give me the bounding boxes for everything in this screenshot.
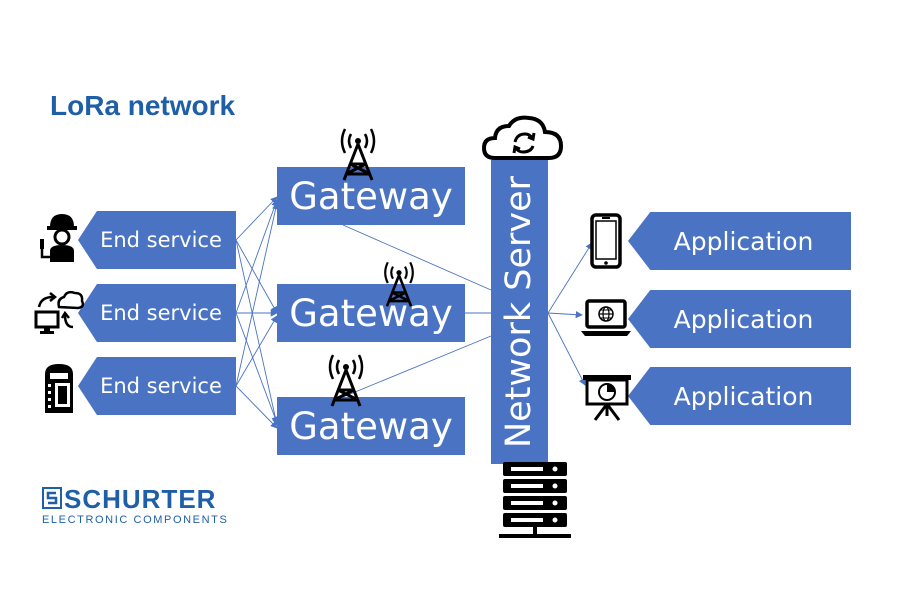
gateway-box-2: Gateway: [277, 284, 465, 342]
application-box-1: Application: [628, 212, 851, 270]
worker-icon: [40, 214, 77, 262]
logo-wordmark: SCHURTER: [64, 484, 217, 514]
application-label: Application: [673, 226, 814, 256]
application-label: Application: [673, 381, 814, 411]
schurter-logo-mark-icon: [42, 487, 62, 509]
link-gw1-ns: [342, 224, 492, 291]
link-es1-gw3: [235, 239, 280, 426]
cell-tower-icon: [384, 261, 414, 307]
link-ns-app1: [547, 242, 593, 314]
application-box-2: Application: [628, 290, 851, 348]
link-gw3-ns: [342, 335, 492, 398]
gateway-label: Gateway: [289, 291, 453, 335]
cell-tower-icon: [328, 354, 364, 407]
cloud-sync-icon: [481, 115, 564, 160]
laptop-globe-icon: [581, 299, 631, 336]
link-es1-gw2: [235, 239, 278, 314]
link-es2-gw1: [235, 199, 279, 314]
end-service-box-2: End service: [78, 284, 236, 342]
gateway-label: Gateway: [289, 174, 453, 218]
smart-meter-icon: [45, 364, 73, 413]
end-service-label: End service: [100, 374, 222, 398]
link-es3-gw3: [235, 385, 278, 429]
link-es3-gw2: [235, 315, 278, 387]
link-ns-app3: [547, 312, 586, 386]
link-es3-gw1: [235, 202, 280, 387]
gateway-box-3: Gateway: [277, 397, 465, 455]
application-label: Application: [673, 304, 814, 334]
cloud-monitor-sync-icon: [34, 290, 85, 334]
server-rack-icon: [499, 462, 571, 538]
diagram-title: LoRa network: [50, 90, 236, 121]
presentation-board-icon: [583, 375, 631, 421]
cell-tower-icon: [340, 128, 376, 181]
link-es1-gw1: [235, 196, 278, 241]
application-box-3: Application: [628, 367, 851, 425]
end-service-label: End service: [100, 228, 222, 252]
link-ns-app2: [547, 311, 583, 319]
end-service-label: End service: [100, 301, 222, 325]
smartphone-icon: [590, 213, 622, 269]
network-server-bar: [491, 160, 548, 464]
gateway-label: Gateway: [289, 404, 453, 448]
gateway-box-1: Gateway: [277, 167, 465, 225]
logo-tagline: ELECTRONIC COMPONENTS: [42, 514, 229, 526]
network-server-label: Network Server: [499, 175, 539, 449]
link-es2-gw3: [235, 312, 279, 424]
end-service-box-1: End service: [78, 211, 236, 269]
end-service-box-3: End service: [78, 357, 236, 415]
